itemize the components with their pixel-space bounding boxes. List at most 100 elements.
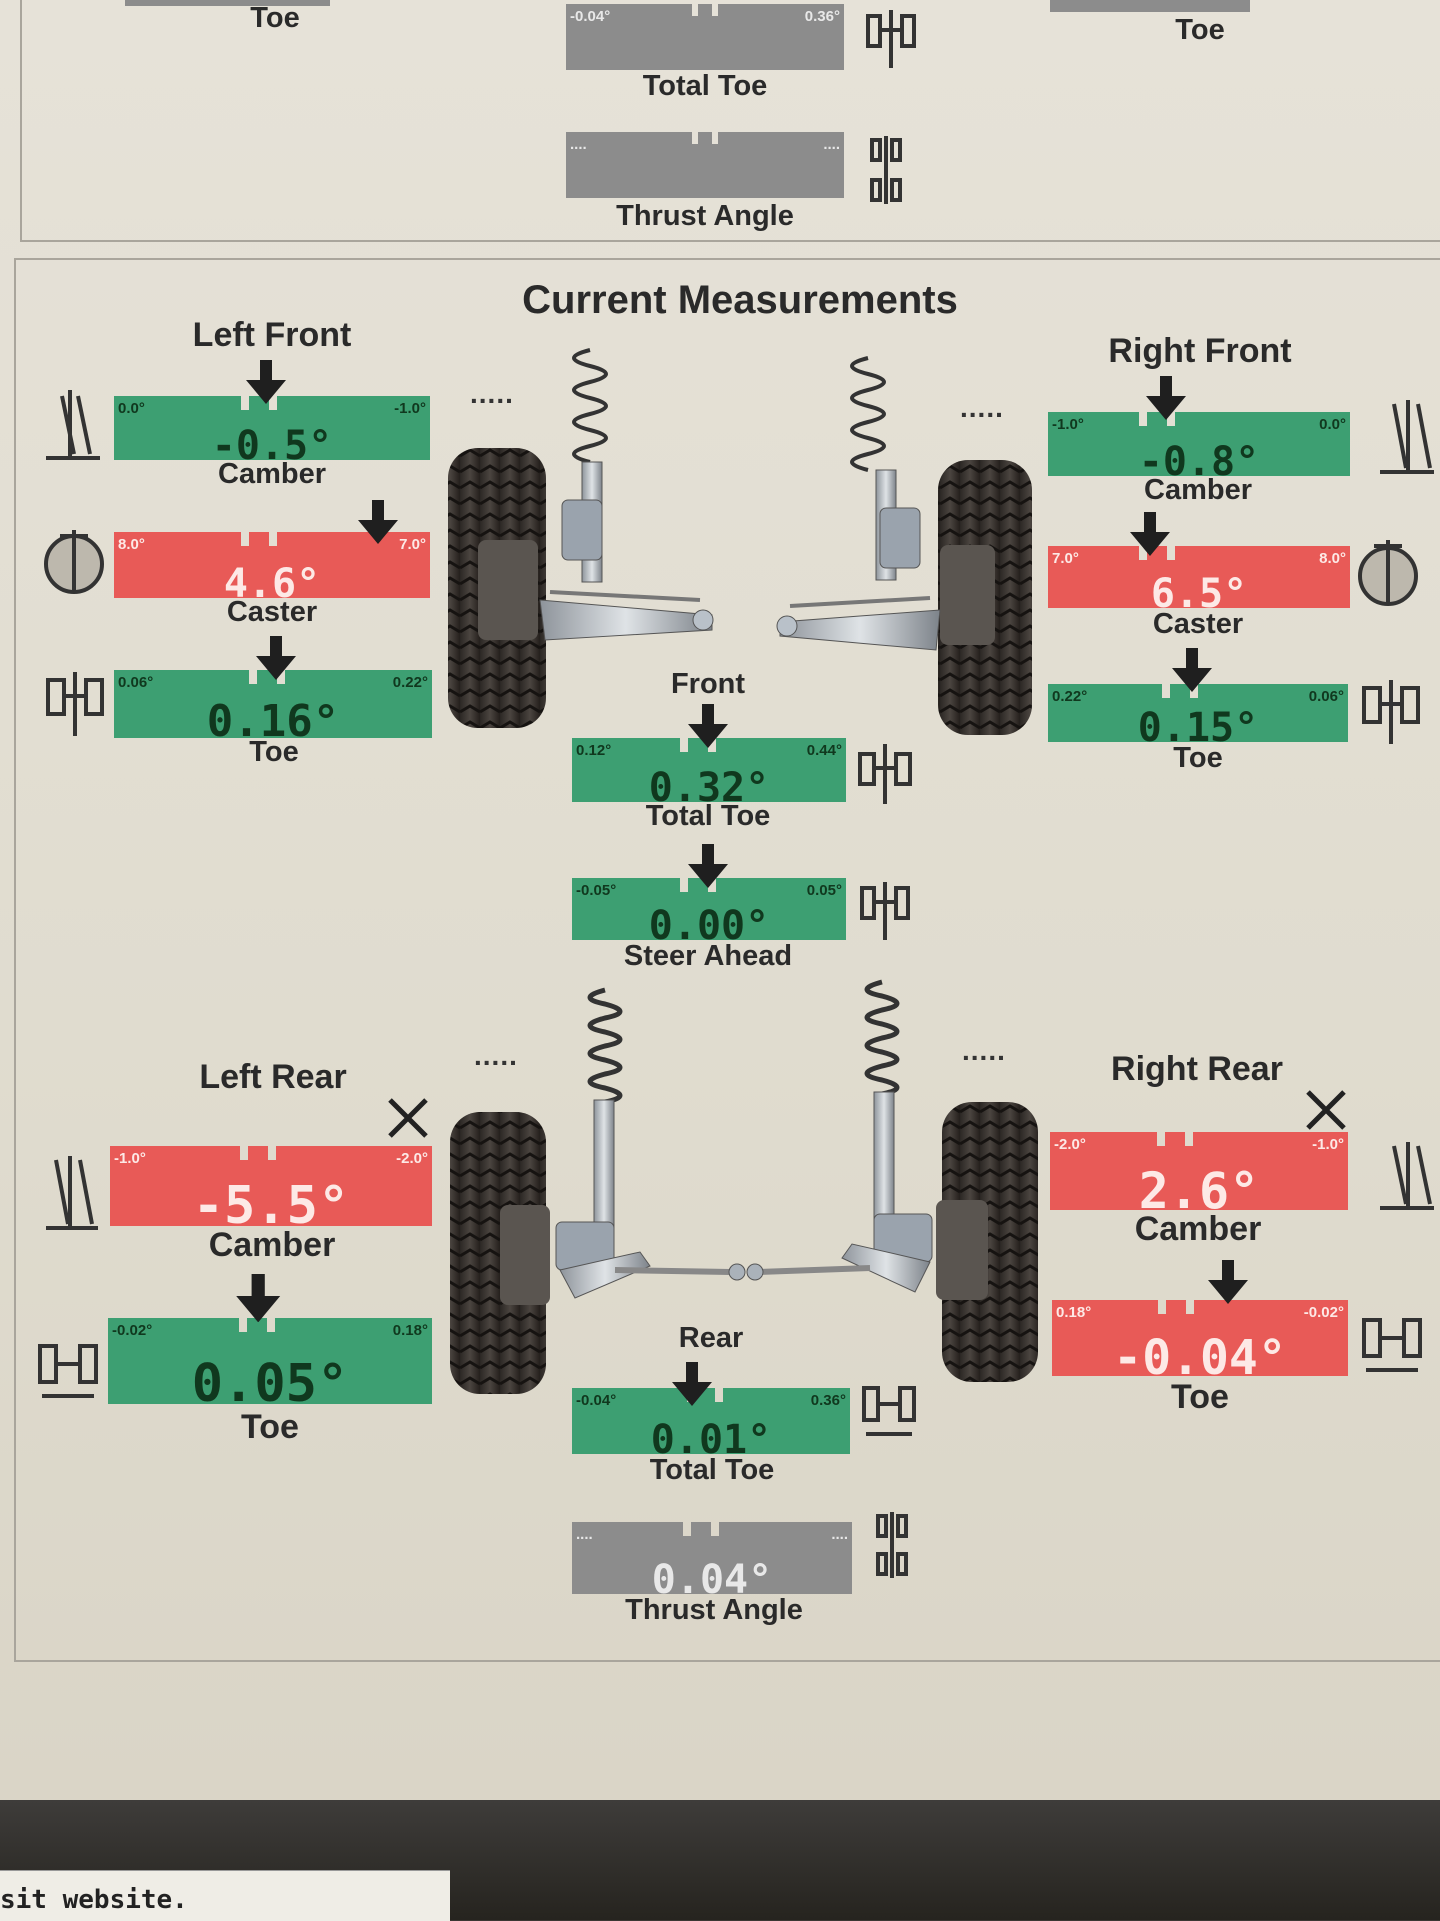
left-front-caster-gauge: 8.0° 7.0° 4.6° xyxy=(114,532,430,604)
right-front-toe-label: Toe xyxy=(1173,742,1223,774)
rear-total-toe-icon xyxy=(862,1386,916,1436)
left-rear-toe-label: Toe xyxy=(241,1408,299,1446)
top-thrust-angle-icon xyxy=(870,136,902,204)
rear-right-suspension xyxy=(728,979,1038,1382)
front-total-toe-arrow-icon xyxy=(688,704,728,748)
left-rear-toe-arrow-icon xyxy=(235,1274,280,1323)
right-front-camber-arrow-icon xyxy=(1146,376,1186,420)
right-rear-toe-bar xyxy=(1052,1300,1348,1376)
left-front-caster-label: Caster xyxy=(226,596,318,628)
steer-ahead-gauge: -0.05°0.05°0.00° xyxy=(572,878,846,946)
steer-ahead-value: 0.00° xyxy=(648,903,770,949)
steer-ahead-arrow-icon xyxy=(688,844,728,888)
rear-total-toe-arrow-icon xyxy=(672,1362,712,1406)
left-front-camber-value: -0.5° xyxy=(211,423,333,469)
right-front-toe-gauge: 0.22°0.06°0.15° xyxy=(1048,684,1348,748)
left-front-camber-min: 0.0° xyxy=(118,400,145,417)
left-front-caster-icon xyxy=(44,530,104,594)
left-rear-camber-min: -1.0° xyxy=(114,1150,146,1167)
right-front-dots: ..... xyxy=(960,392,1004,423)
right-front-toe-icon xyxy=(1362,680,1420,744)
right-rear-toe-gauge: 0.18°-0.02°-0.04° xyxy=(1052,1300,1348,1382)
left-rear-toe-bar xyxy=(108,1318,432,1404)
right-front-caster-max: 8.0° xyxy=(1319,550,1346,567)
right-front-camber-bar xyxy=(1048,412,1350,476)
right-rear-dots: ..... xyxy=(962,1035,1006,1066)
right-front-camber-label: Camber xyxy=(1144,474,1252,506)
right-rear-toe-label: Toe xyxy=(1171,1378,1229,1416)
right-rear-toe-value: -0.04° xyxy=(1113,1330,1287,1386)
left-front-caster-min: 8.0° xyxy=(118,536,145,553)
rear-thrust-angle-min: .... xyxy=(576,1526,593,1543)
right-rear-toe-max: -0.02° xyxy=(1303,1304,1344,1321)
rear-thrust-angle-bar xyxy=(572,1522,852,1594)
left-rear-camber-label: Camber xyxy=(208,1226,336,1264)
right-front-camber-value: -0.8° xyxy=(1138,439,1260,485)
top-left-toe-gauge-edge xyxy=(125,0,330,6)
front-total-toe-icon xyxy=(858,744,912,804)
left-rear-toe-max: 0.18° xyxy=(392,1322,428,1339)
left-rear-toe-icon xyxy=(38,1344,98,1398)
right-front-caster-value: 6.5° xyxy=(1150,571,1248,617)
right-rear-camber-icon xyxy=(1380,1142,1434,1210)
right-rear-camber-value: 2.6° xyxy=(1138,1162,1260,1220)
left-rear-toe-min: -0.02° xyxy=(112,1322,153,1339)
right-front-toe-value: 0.15° xyxy=(1137,705,1259,751)
right-front-caster-min: 7.0° xyxy=(1052,550,1079,567)
right-rear-camber-gauge: -2.0°-1.0°2.6° xyxy=(1050,1132,1348,1216)
left-front-caster-max: 7.0° xyxy=(399,536,426,553)
left-front-toe-gauge: 0.06°0.22°0.16° xyxy=(114,670,432,744)
rear-thrust-angle-icon xyxy=(876,1512,908,1578)
top-right-toe-gauge-edge xyxy=(1050,0,1250,12)
left-front-toe-bar xyxy=(114,670,432,738)
left-front-camber-arrow-icon xyxy=(246,360,286,404)
right-rear-camber-min: -2.0° xyxy=(1054,1136,1086,1153)
left-front-toe-arrow-icon xyxy=(256,636,296,680)
rear-title: Rear xyxy=(678,1322,744,1354)
left-front-toe-min: 0.06° xyxy=(118,674,154,691)
front-total-toe-value: 0.32° xyxy=(648,765,770,811)
right-front-caster-bar xyxy=(1048,546,1350,608)
top-right-toe-label: Toe xyxy=(1175,14,1225,46)
left-rear-toe-gauge: -0.02°0.18°0.05° xyxy=(108,1318,432,1410)
right-rear-toe-icon xyxy=(1362,1318,1422,1372)
left-front-toe-icon xyxy=(46,672,104,736)
left-front-camber-max: -1.0° xyxy=(394,400,426,417)
right-rear-camber-max: -1.0° xyxy=(1312,1136,1344,1153)
left-front-title: Left Front xyxy=(192,316,352,354)
right-rear-camber-bar xyxy=(1050,1132,1348,1210)
current-measurements-title: Current Measurements xyxy=(522,278,958,322)
top-total-toe-gauge: -0.04° 0.36° xyxy=(566,4,844,70)
steer-ahead-label: Steer Ahead xyxy=(623,940,793,972)
steer-ahead-bar xyxy=(572,878,846,940)
steer-ahead-max: 0.05° xyxy=(806,882,842,899)
right-front-toe-arrow-icon xyxy=(1172,648,1212,692)
right-rear-toe-min: 0.18° xyxy=(1056,1304,1092,1321)
front-total-toe-label: Total Toe xyxy=(645,800,771,832)
left-rear-fail-x-icon xyxy=(388,1098,428,1138)
right-front-title: Right Front xyxy=(1108,332,1292,370)
footer-text: sit website. xyxy=(0,1885,188,1915)
right-front-toe-bar xyxy=(1048,684,1348,742)
rear-total-toe-gauge: -0.04°0.36°0.01° xyxy=(572,1388,850,1460)
left-front-dots: ..... xyxy=(470,378,514,409)
right-front-camber-min: -1.0° xyxy=(1052,416,1084,433)
left-rear-camber-gauge: -1.0°-2.0°-5.5° xyxy=(110,1146,432,1232)
right-front-camber-max: 0.0° xyxy=(1319,416,1346,433)
rear-total-toe-max: 0.36° xyxy=(810,1392,846,1409)
front-right-suspension xyxy=(776,356,1032,735)
left-front-toe-max: 0.22° xyxy=(392,674,428,691)
right-rear-title: Right Rear xyxy=(1111,1050,1283,1088)
steer-ahead-icon xyxy=(860,882,910,940)
rear-thrust-angle-gauge: ........0.04° xyxy=(572,1522,852,1600)
left-front-caster-value: 4.6° xyxy=(223,561,321,607)
top-total-toe-icon xyxy=(866,10,916,68)
top-left-toe-label: Toe xyxy=(250,2,300,34)
top-total-toe-bar: -0.04° 0.36° xyxy=(566,4,844,70)
front-total-toe-min: 0.12° xyxy=(576,742,612,759)
rear-thrust-angle-label: Thrust Angle xyxy=(625,1594,803,1626)
front-title: Front xyxy=(670,668,746,700)
left-rear-toe-value: 0.05° xyxy=(191,1354,349,1414)
current-measurements-frame xyxy=(14,258,1440,1662)
left-front-toe-label: Toe xyxy=(249,736,299,768)
